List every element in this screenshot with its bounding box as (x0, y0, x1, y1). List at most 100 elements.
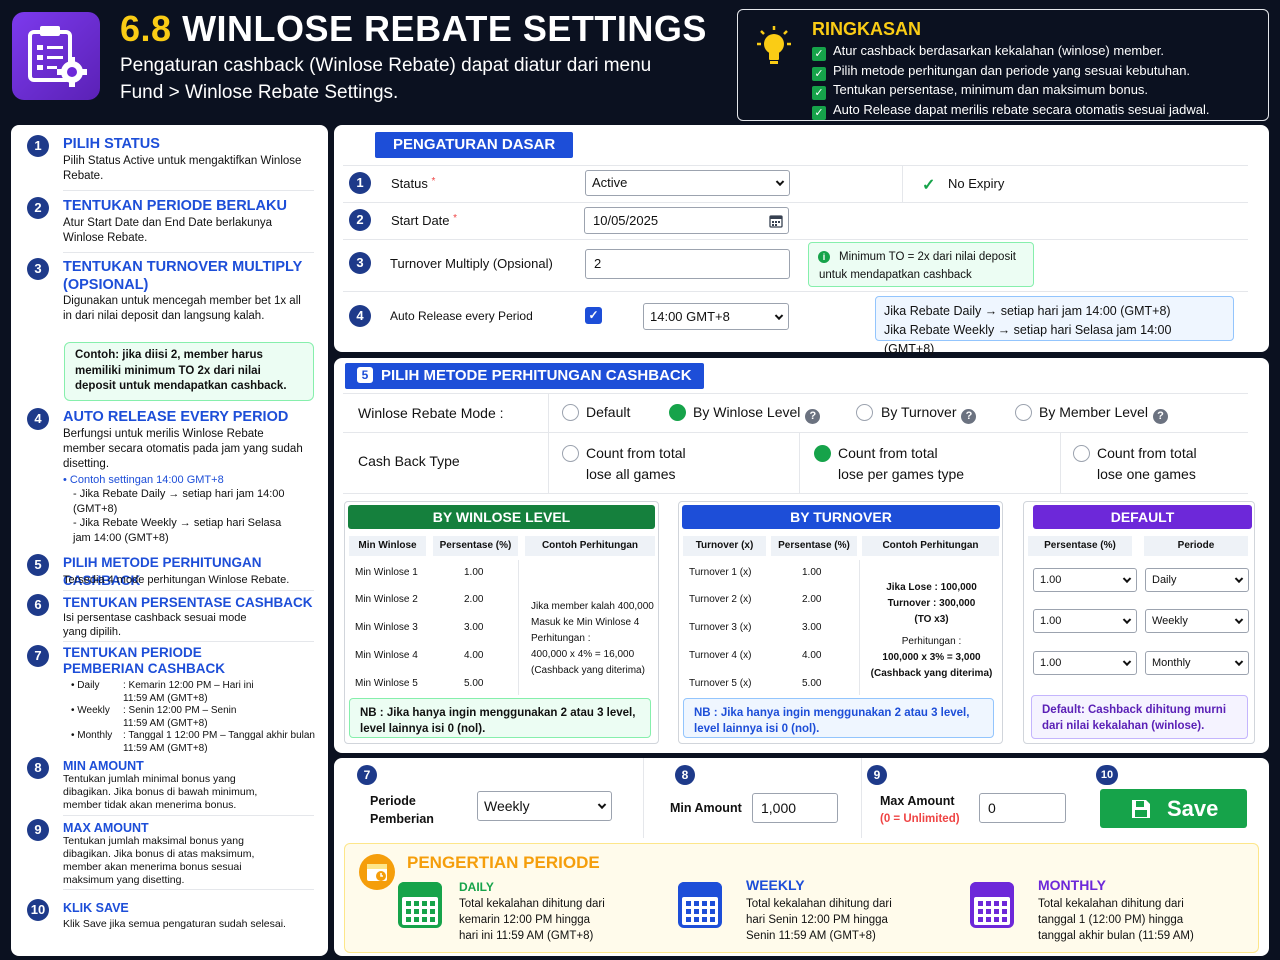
summary-list: ✓Atur cashback berdasarkan kekalahan (wi… (812, 41, 1209, 120)
mode-turnover-label[interactable]: By Turnover? (881, 402, 977, 424)
table-cell[interactable]: 1.00 (464, 567, 484, 578)
divider (63, 190, 314, 191)
table-cell[interactable]: 4.00 (464, 650, 484, 661)
basic-settings-card: PENGATURAN DASAR 1 Status * Active ✓ No … (334, 125, 1269, 356)
default-period-select[interactable]: Weekly (1145, 609, 1249, 633)
check-icon: ✓ (812, 66, 826, 81)
step-title: TENTUKAN TURNOVER MULTIPLY (OPSIONAL) (63, 259, 302, 293)
auto-release-label: Auto Release every Period (390, 309, 533, 323)
turnover-input[interactable]: 2 (585, 249, 790, 279)
default-percent-select[interactable]: 1.00 (1033, 609, 1137, 633)
auto-release-checkbox[interactable]: ✓ (585, 307, 602, 324)
default-percent-select[interactable]: 1.00 (1033, 651, 1137, 675)
step-title: TENTUKAN PERSENTASE CASHBACK (63, 595, 313, 610)
mode-default-radio[interactable] (562, 404, 579, 421)
summary-item: ✓Tentukan persentase, minimum dan maksim… (812, 80, 1209, 100)
step-marker-9: 9 (867, 765, 887, 785)
column-header: Min Winlose (349, 536, 426, 556)
divider (343, 432, 1248, 433)
step-number: 7 (27, 645, 49, 667)
table-cell[interactable]: 3.00 (464, 622, 484, 633)
auto-release-time-select[interactable]: 14:00 GMT+8 (643, 303, 789, 330)
calendar-icon (678, 882, 722, 928)
help-icon[interactable]: ? (805, 409, 821, 424)
divider (799, 432, 800, 493)
mode-turnover-radio[interactable] (856, 404, 873, 421)
table-cell: Min Winlose 4 (355, 650, 418, 661)
cashback-one-radio[interactable] (1073, 445, 1090, 462)
divider (63, 252, 314, 253)
default-percent-select[interactable]: 1.00 (1033, 568, 1137, 592)
divider (343, 239, 1248, 240)
table-cell[interactable]: 5.00 (464, 678, 484, 689)
calendar-icon[interactable] (769, 214, 783, 228)
step-desc: Tentukan jumlah maksimal bonus yang diba… (63, 835, 255, 886)
page-title: 6.8 WINLOSE REBATE SETTINGS (120, 8, 707, 50)
start-date-input[interactable]: 10/05/2025 (584, 207, 789, 234)
step-number: 2 (27, 197, 49, 219)
period-name: WEEKLY (746, 877, 805, 893)
step-number: 9 (27, 819, 49, 841)
max-amount-input[interactable]: 0 (979, 793, 1066, 823)
page-subtitle: Pengaturan cashback (Winlose Rebate) dap… (120, 55, 652, 103)
divider (902, 165, 903, 202)
mode-winlose-radio[interactable] (669, 404, 686, 421)
mode-member-radio[interactable] (1015, 404, 1032, 421)
cashback-per-type-radio[interactable] (814, 445, 831, 462)
nb-note: NB : Jika hanya ingin menggunakan 2 atau… (349, 698, 651, 738)
no-expiry-toggle[interactable]: No Expiry (948, 176, 1005, 191)
table-cell: Turnover 5 (x) (689, 678, 752, 689)
period-name: • Monthly (71, 730, 113, 741)
chevron-down-icon (1122, 574, 1132, 584)
period-section-title: PENGERTIAN PERIODE (407, 853, 600, 872)
step-marker-2: 2 (349, 209, 371, 231)
step-title: MIN AMOUNT (63, 759, 144, 773)
step-number: 6 (27, 594, 49, 616)
summary-item: ✓Auto Release dapat merilis rebate secar… (812, 100, 1209, 120)
title-text: WINLOSE REBATE SETTINGS (182, 8, 707, 49)
min-amount-input[interactable]: 1,000 (752, 793, 838, 823)
periode-select[interactable]: Weekly (477, 791, 612, 821)
mode-winlose-label[interactable]: By Winlose Level? (693, 402, 821, 424)
example-line: - Jika Rebate Daily → setiap hari jam 14… (73, 488, 285, 515)
period-desc: : Tanggal 1 12:00 PM – Tanggal akhir bul… (123, 730, 315, 754)
summary-box: RINGKASAN ✓Atur cashback berdasarkan kek… (737, 9, 1269, 121)
table-cell[interactable]: 2.00 (802, 594, 822, 605)
mode-default-label[interactable]: Default (586, 404, 631, 420)
turnover-label: Turnover Multiply (Opsional) (390, 256, 553, 271)
start-date-label: Start Date * (391, 213, 458, 228)
table-cell[interactable]: 3.00 (802, 622, 822, 633)
help-icon[interactable]: ? (1152, 409, 1168, 424)
table-cell[interactable]: 2.00 (464, 594, 484, 605)
panel-title: BY TURNOVER (682, 505, 1000, 529)
table-cell: Min Winlose 1 (355, 567, 418, 578)
table-cell: Min Winlose 2 (355, 594, 418, 605)
step-title: KLIK SAVE (63, 901, 129, 915)
step-desc: Digunakan untuk mencegah member bet 1x a… (63, 295, 301, 322)
default-period-select[interactable]: Monthly (1145, 651, 1249, 675)
step-desc: Klik Save jika semua pengaturan sudah se… (63, 918, 286, 930)
save-button[interactable]: Save (1100, 789, 1247, 828)
summary-item-text: Tentukan persentase, minimum dan maksimu… (833, 82, 1149, 97)
mode-member-label[interactable]: By Member Level? (1039, 402, 1168, 424)
status-select[interactable]: Active (585, 170, 790, 196)
table-cell[interactable]: 1.00 (802, 567, 822, 578)
table-cell[interactable]: 5.00 (802, 678, 822, 689)
table-cell: Min Winlose 3 (355, 622, 418, 633)
help-icon[interactable]: ? (961, 409, 977, 424)
cashback-all-radio[interactable] (562, 445, 579, 462)
chevron-down-icon (597, 800, 607, 810)
divider (548, 393, 549, 493)
step-title: AUTO RELEASE EVERY PERIOD (63, 409, 289, 425)
table-cell[interactable]: 4.00 (802, 650, 822, 661)
example-box: Contoh: jika diisi 2, member harus memil… (64, 342, 314, 401)
summary-item-text: Auto Release dapat merilis rebate secara… (833, 101, 1210, 117)
default-period-select[interactable]: Daily (1145, 568, 1249, 592)
